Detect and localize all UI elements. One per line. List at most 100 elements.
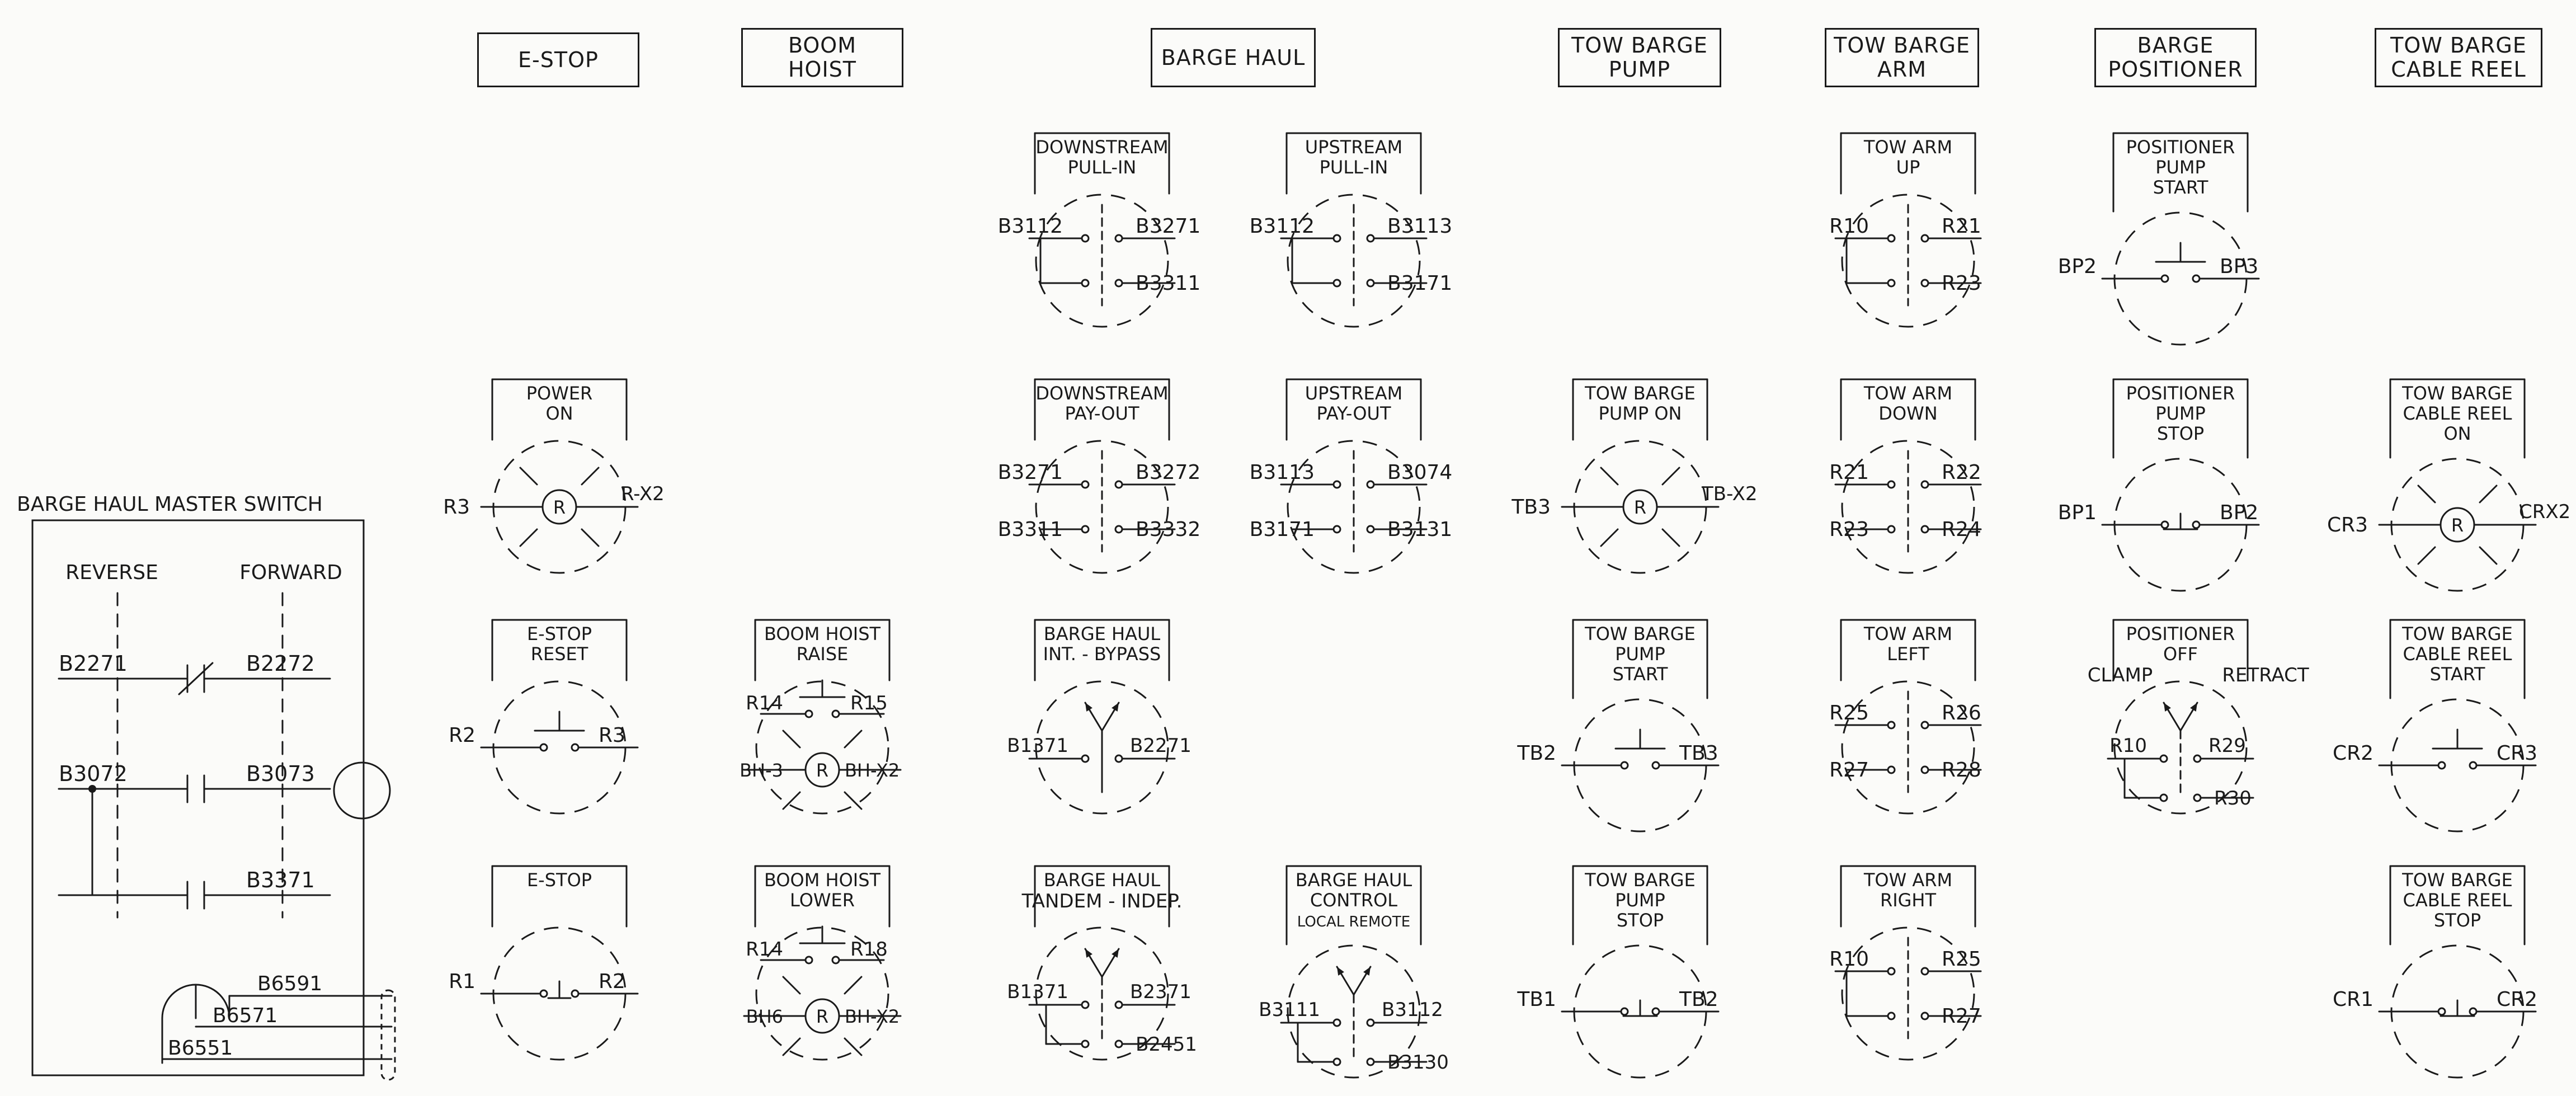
forward-label: FORWARD xyxy=(239,561,342,584)
terminal-label: B1371 xyxy=(1007,981,1068,1003)
lamp-ray xyxy=(1661,528,1680,547)
contact-terminal xyxy=(2159,754,2168,763)
device-title-line: UP xyxy=(1896,157,1920,178)
contact-terminal xyxy=(1332,1018,1341,1027)
device-outline-circle xyxy=(1287,440,1421,574)
wire-label: B6551 xyxy=(168,1037,233,1060)
selector-arrow-head xyxy=(2164,703,2171,712)
terminal-label: B3271 xyxy=(998,461,1063,484)
lamp-ray xyxy=(844,1037,863,1056)
lamp-ray xyxy=(1600,467,1619,486)
device-title-line: TOW BARGE xyxy=(2401,869,2513,891)
terminal-label: B3131 xyxy=(1387,518,1452,541)
terminal-label: B3112 xyxy=(998,215,1063,238)
header-barge-positioner: BARGE POSITIONER xyxy=(2094,28,2257,87)
contact-terminal xyxy=(831,709,840,718)
device-title-line: PUMP xyxy=(2155,157,2206,178)
terminal-label: B3113 xyxy=(1250,461,1315,484)
terminal-label: R14 xyxy=(746,692,783,714)
contact-terminal xyxy=(1114,480,1123,489)
contact-terminal xyxy=(1366,234,1375,243)
device-title-line: STOP xyxy=(2434,910,2481,931)
device-title-line: PAY-OUT xyxy=(1065,403,1139,424)
contact-terminal xyxy=(1651,761,1660,770)
junction-dot xyxy=(88,785,96,793)
terminal-label: BH6 xyxy=(746,1006,783,1027)
terminal-label: B2451 xyxy=(1136,1033,1197,1056)
device-title-line: START xyxy=(2430,664,2485,685)
device-title-line: ON xyxy=(545,403,573,424)
lamp-ray xyxy=(782,730,801,749)
device-outline-circle xyxy=(1035,440,1169,574)
master-terminal-label: B3072 xyxy=(59,761,128,786)
terminal-label: R23 xyxy=(1829,518,1869,541)
device-title-line: ON xyxy=(2443,423,2471,444)
terminal-label: B3111 xyxy=(1259,999,1320,1021)
pilot-lamp-letter: R xyxy=(816,760,828,781)
device-title-line: PUMP xyxy=(2155,403,2206,424)
lamp-ray xyxy=(2417,485,2436,504)
contact-terminal xyxy=(1114,1000,1123,1009)
terminal-label: B3271 xyxy=(1136,215,1200,238)
terminal-label: B2271 xyxy=(1130,735,1192,757)
device-outline-circle xyxy=(1287,944,1421,1079)
contact-terminal xyxy=(1887,525,1896,534)
terminal-label: B3311 xyxy=(998,518,1063,541)
terminal-label: R14 xyxy=(746,938,783,961)
lamp-ray xyxy=(581,528,600,547)
terminal-label: B3113 xyxy=(1387,215,1452,238)
device-title-line: TOW ARM xyxy=(1863,623,1952,645)
terminal-label: B3112 xyxy=(1382,999,1443,1021)
contact-terminal xyxy=(1114,1039,1123,1048)
terminal-label: R3 xyxy=(599,724,625,747)
contact-terminal xyxy=(1620,761,1629,770)
pilot-lamp xyxy=(804,752,840,788)
contact-terminal xyxy=(1920,967,1929,976)
master-switch-title: BARGE HAUL MASTER SWITCH xyxy=(17,493,323,516)
master-switch-handle xyxy=(333,761,391,820)
contact-terminal xyxy=(1920,765,1929,774)
pilot-lamp xyxy=(804,998,840,1034)
contact-terminal xyxy=(1887,480,1896,489)
device-title-line: CABLE REEL xyxy=(2403,403,2512,424)
lamp-ray xyxy=(782,1037,801,1056)
contact-terminal xyxy=(1620,1007,1629,1016)
contact-terminal xyxy=(1081,525,1090,534)
lamp-ray xyxy=(2479,485,2498,504)
terminal-label: R18 xyxy=(850,938,888,961)
contact-terminal xyxy=(1081,1000,1090,1009)
terminal-label: B2371 xyxy=(1130,981,1192,1003)
selector-position-right: RETRACT xyxy=(2222,664,2309,686)
contact-terminal xyxy=(539,989,548,998)
contact-terminal xyxy=(1887,1012,1896,1020)
device-title-line: TOW BARGE xyxy=(1584,383,1696,404)
terminal-label: B3311 xyxy=(1136,272,1200,295)
device-title-line: STOP xyxy=(1617,910,1664,931)
device-outline-circle xyxy=(1035,194,1169,328)
contact-terminal xyxy=(1887,721,1896,730)
device-title-line: DOWNSTREAM xyxy=(1035,137,1168,158)
terminal-label: CR1 xyxy=(2333,988,2374,1011)
device-title-line: PUMP xyxy=(1615,890,1665,911)
device-outline-circle xyxy=(1841,680,1975,815)
terminal-label: TB3 xyxy=(1679,742,1718,765)
wire-label: B6591 xyxy=(257,972,322,995)
lamp-ray xyxy=(1661,467,1680,486)
contact-terminal xyxy=(804,709,813,718)
contact-terminal xyxy=(1366,1018,1375,1027)
contact-terminal xyxy=(1920,1012,1929,1020)
terminal-label: R27 xyxy=(1942,1005,1981,1028)
header-barge-haul: BARGE HAUL xyxy=(1151,28,1316,87)
terminal-label: R10 xyxy=(2109,735,2147,757)
terminal-label: R1 xyxy=(449,970,475,993)
